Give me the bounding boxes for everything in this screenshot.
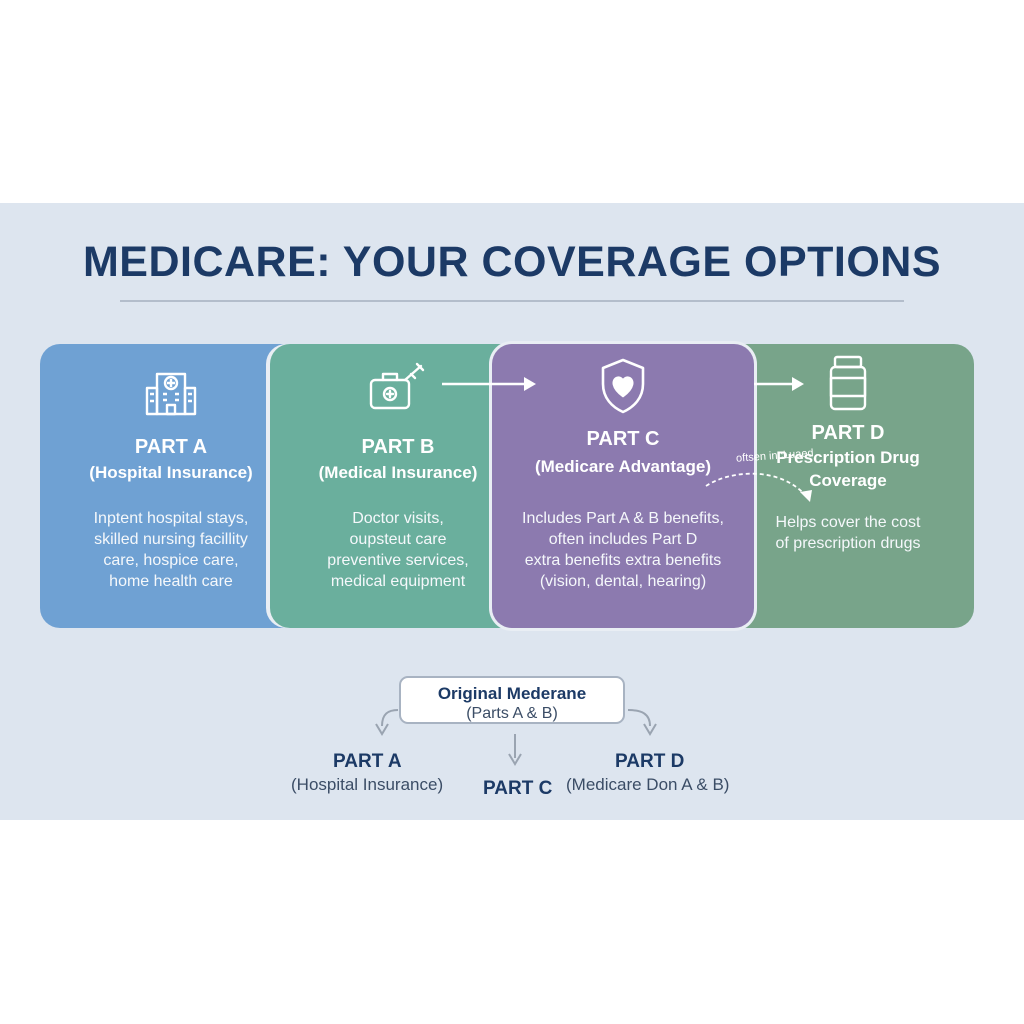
curved-dashed-arrow xyxy=(705,472,812,502)
tree-part-c-name: PART C xyxy=(483,778,553,799)
shield-heart-icon xyxy=(598,356,648,421)
card-part-a-subtitle: (Hospital Insurance) xyxy=(89,463,253,482)
card-part-b-name: PART B xyxy=(361,436,435,458)
card-part-b: PART B (Medical Insurance) Doctor visits… xyxy=(270,344,526,628)
body-line: Doctor visits, xyxy=(352,510,444,527)
body-line: Includes Part A & B benefits, xyxy=(522,510,724,527)
page-title: MEDICARE: YOUR COVERAGE OPTIONS xyxy=(82,238,942,286)
tree-part-d-name: PART D xyxy=(615,751,685,772)
card-part-b-body: Doctor visits, oupsteut care preventive … xyxy=(282,508,514,592)
body-line: often includes Part D xyxy=(548,531,698,548)
arrow-b-to-c xyxy=(442,377,536,391)
title-divider xyxy=(120,300,904,302)
card-part-c: PART C (Medicare Advantage) Includes Par… xyxy=(492,344,754,628)
card-part-a-name: PART A xyxy=(134,436,208,458)
body-line: care, hospice care, xyxy=(103,552,239,569)
body-line: medical equipment xyxy=(330,573,466,590)
body-line: of prescription drugs xyxy=(775,535,921,552)
body-line: Helps cover the cost xyxy=(775,514,921,531)
card-part-b-subtitle: (Medical Insurance) xyxy=(318,463,478,482)
body-line: extra benefits extra benefits xyxy=(524,552,722,569)
card-part-a-body: Inptent hospital stays, skilled nursing … xyxy=(52,508,290,592)
tree-connectors xyxy=(375,709,657,766)
body-line: Inptent hospital stays, xyxy=(93,510,249,527)
card-part-d-body: Helps cover the cost of prescription dru… xyxy=(734,512,962,554)
body-line: oupsteut care xyxy=(349,531,447,548)
pill-bottle-icon xyxy=(826,354,870,417)
body-line: skilled nursing facillity xyxy=(94,531,248,548)
original-medicare-box: Original Mederane (Parts A & B) xyxy=(399,676,625,724)
card-part-c-subtitle: (Medicare Advantage) xyxy=(534,457,712,476)
card-part-d-name: PART D xyxy=(811,422,885,444)
body-line: preventive services, xyxy=(327,552,469,569)
hospital-icon xyxy=(143,366,199,423)
card-part-a: PART A (Hospital Insurance) Inptent hosp… xyxy=(40,344,302,628)
arrow-c-to-d xyxy=(754,377,804,391)
card-part-c-name: PART C xyxy=(586,428,660,450)
body-line: (vision, dental, hearing) xyxy=(539,573,707,590)
body-line: home health care xyxy=(109,573,233,590)
original-medicare-subtitle: (Parts A & B) xyxy=(466,705,558,722)
tree-part-a-name: PART A xyxy=(333,751,402,772)
tree-part-a-subtitle: (Hospital Insurance) xyxy=(291,775,444,794)
subtitle-line: Prescription Drug xyxy=(776,448,920,467)
medical-kit-icon xyxy=(365,360,431,421)
original-medicare-title: Original Mederane xyxy=(437,684,587,703)
card-part-d-subtitle: Prescription Drug Coverage xyxy=(722,446,974,492)
card-part-c-body: Includes Part A & B benefits, often incl… xyxy=(504,508,742,592)
card-part-d: PART D Prescription Drug Coverage Helps … xyxy=(722,344,974,628)
tree-part-d-subtitle: (Medicare Don A & B) xyxy=(566,775,730,794)
subtitle-line: Coverage xyxy=(809,471,887,490)
